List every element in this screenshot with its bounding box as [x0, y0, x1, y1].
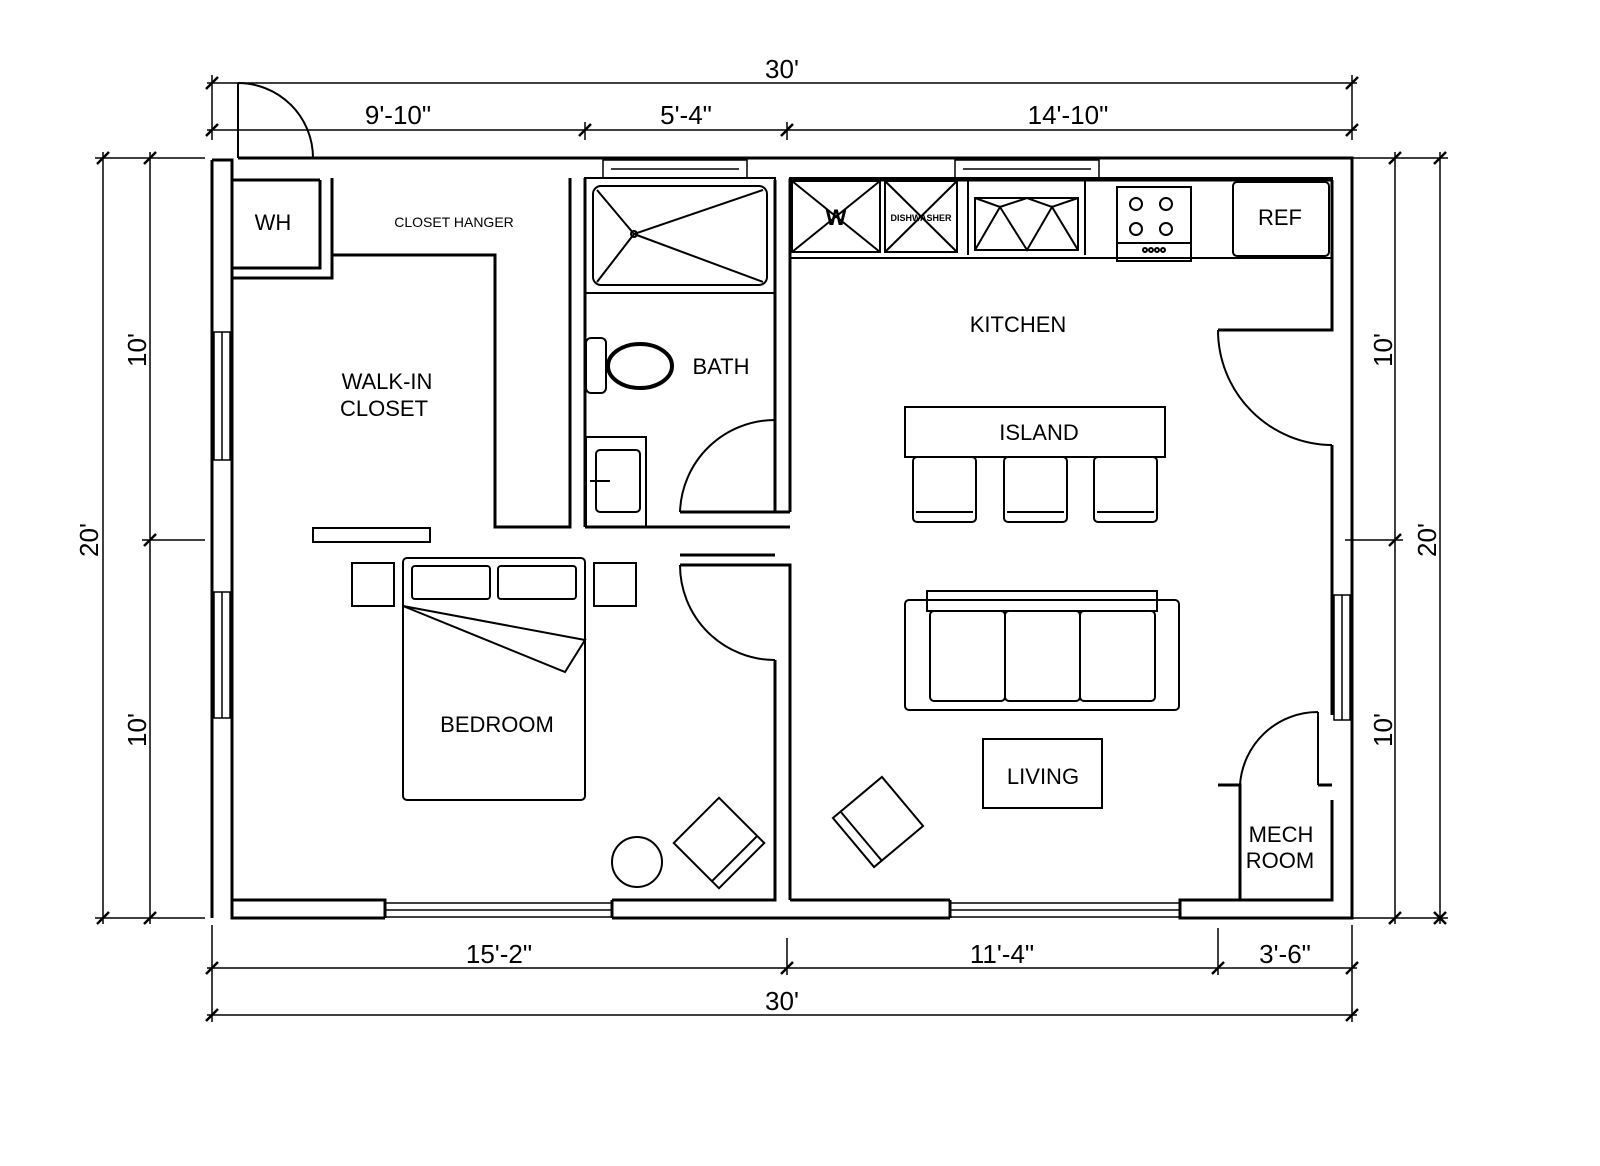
bed: [402, 557, 586, 801]
label-bedroom: BEDROOM: [440, 712, 554, 737]
label-bath: BATH: [692, 354, 749, 379]
stove-icon: [1116, 186, 1192, 262]
label-closet-hanger: CLOSET HANGER: [394, 214, 514, 230]
dim-top-3: 14'-10": [1028, 100, 1109, 130]
windows: [213, 159, 1351, 918]
bath-fixtures: [584, 177, 776, 528]
label-island: ISLAND: [999, 420, 1078, 445]
dim-right-total: 20': [1412, 523, 1442, 557]
dim-top-1: 9'-10": [365, 100, 431, 130]
kitchen-counter: [789, 177, 1333, 523]
dim-bottom-total: 30': [765, 986, 799, 1016]
sink-icon: [585, 436, 647, 528]
dim-bottom-1: 15'-2": [466, 939, 532, 969]
sofa: [904, 599, 1180, 711]
dim-top-2: 5'-4": [660, 100, 712, 130]
doors: [237, 82, 1333, 786]
dim-left-total: 20': [74, 523, 104, 557]
dim-bottom-2: 11'-4": [970, 939, 1034, 969]
dim-bottom-3: 3'-6": [1259, 939, 1311, 969]
dim-top-total: 30': [765, 54, 799, 84]
toilet-icon: [585, 337, 674, 394]
coffee-table: [982, 738, 1103, 809]
room-labels: WH CLOSET HANGER WALK-IN CLOSET BATH KIT…: [255, 205, 1315, 873]
label-dishwasher: DISHWASHER: [890, 213, 952, 223]
label-wh: WH: [255, 210, 292, 235]
washer-icon: [791, 180, 881, 253]
label-living: LIVING: [1007, 764, 1079, 789]
refrigerator-icon: [1232, 181, 1330, 257]
living-furniture: [831, 590, 1180, 869]
label-kitchen: KITCHEN: [970, 312, 1067, 337]
label-washer: W: [826, 205, 847, 230]
dim-right-1: 10': [1368, 333, 1398, 367]
label-walkin-2: CLOSET: [340, 396, 428, 421]
dim-left-2: 10': [122, 713, 152, 747]
label-mech-2: ROOM: [1246, 848, 1314, 873]
label-walkin-1: WALK-IN: [342, 369, 433, 394]
label-mech-1: MECH: [1249, 822, 1314, 847]
bedroom-furniture: [351, 557, 766, 890]
dim-left-1: 10': [122, 333, 152, 367]
dishwasher-icon: [884, 180, 958, 253]
walls: [210, 156, 1354, 920]
dim-right-2: 10': [1368, 713, 1398, 747]
dimension-lines: 30' 9'-10" 5'-4" 14'-10" 15'-2" 11'-4" 3…: [74, 54, 1448, 1022]
label-ref: REF: [1258, 205, 1302, 230]
